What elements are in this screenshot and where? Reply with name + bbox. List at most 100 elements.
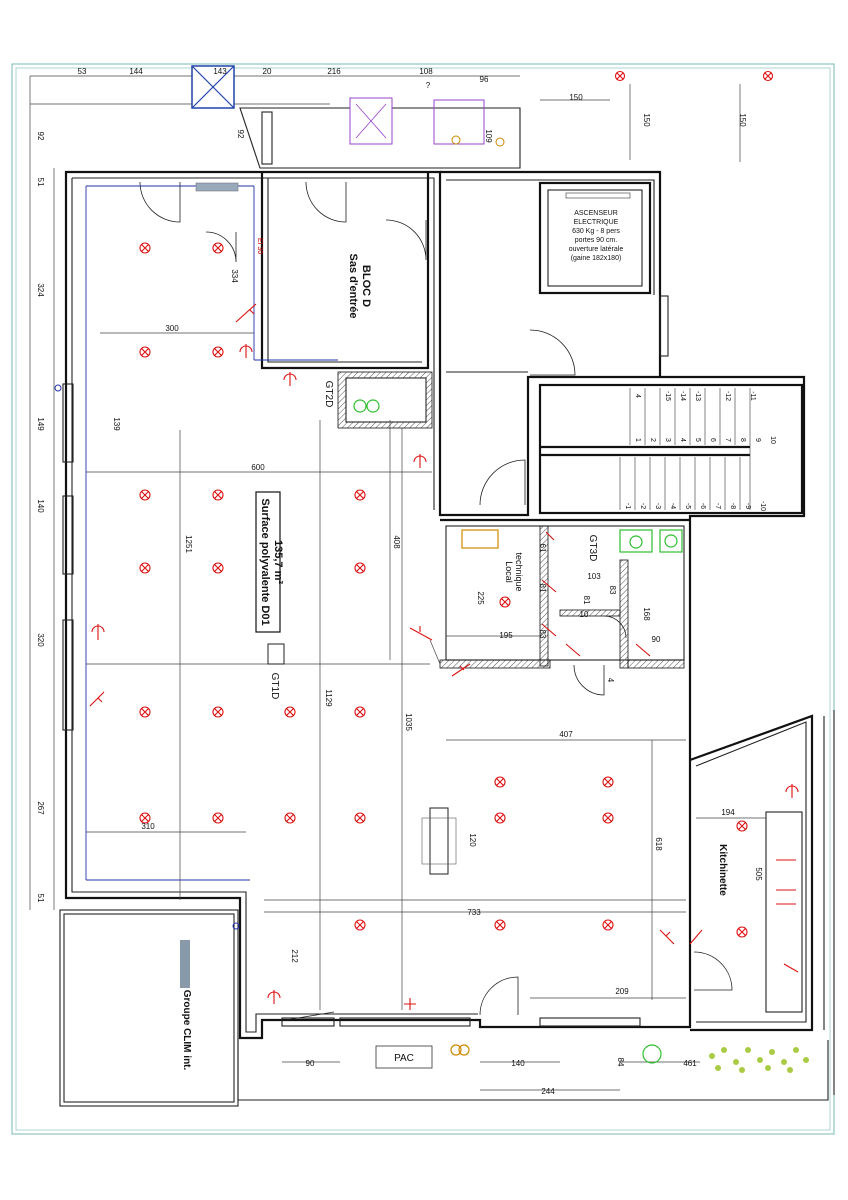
wall-light-icon — [413, 454, 427, 468]
stair-number: -13 — [694, 391, 701, 401]
ceiling-light-icon — [602, 919, 614, 931]
switch-icon — [545, 531, 555, 541]
svg-text:84: 84 — [616, 1058, 625, 1067]
svg-text:81: 81 — [582, 596, 591, 605]
svg-text:733: 733 — [467, 908, 481, 917]
dimension-lines — [29, 75, 766, 1091]
gt1d-label: GT1D — [269, 673, 280, 700]
svg-text:portes 90 cm.: portes 90 cm. — [575, 237, 617, 244]
svg-text:90: 90 — [652, 635, 661, 644]
svg-text:300: 300 — [165, 324, 179, 333]
svg-text:225: 225 — [476, 591, 485, 605]
svg-text:61: 61 — [538, 544, 547, 553]
main-room-name: Surface polyvalente D01 — [259, 498, 271, 625]
ceiling-light-icon — [139, 706, 151, 718]
svg-text:53: 53 — [78, 67, 87, 76]
ceiling-light-icon — [139, 489, 151, 501]
svg-text:4: 4 — [606, 678, 615, 683]
switch-icon — [404, 998, 416, 1010]
svg-text:505: 505 — [754, 867, 763, 881]
svg-text:150: 150 — [569, 93, 583, 102]
greenery — [709, 1047, 809, 1073]
stair-number: -12 — [724, 391, 731, 401]
pac-label: PAC — [394, 1053, 414, 1064]
svg-text:320: 320 — [36, 633, 45, 647]
svg-text:310: 310 — [141, 822, 155, 831]
ceiling-light-icon — [212, 489, 224, 501]
svg-text:108: 108 — [419, 67, 433, 76]
ceiling-light-icon — [354, 812, 366, 824]
ceiling-light-icon — [212, 242, 224, 254]
svg-text:140: 140 — [511, 1059, 525, 1068]
switch-icon — [541, 623, 557, 637]
ceiling-light-icon — [354, 562, 366, 574]
svg-text:1035: 1035 — [404, 713, 413, 731]
svg-text:83: 83 — [608, 586, 617, 595]
svg-text:140: 140 — [36, 499, 45, 513]
svg-text:139: 139 — [112, 417, 121, 431]
ceiling-light-icon — [139, 242, 151, 254]
svg-text:51: 51 — [36, 894, 45, 903]
ceiling-light-icon — [212, 562, 224, 574]
local-tech-line1: Local — [504, 561, 514, 583]
ceiling-light-icon — [736, 926, 748, 938]
stair-number: -10 — [759, 501, 766, 511]
ceiling-light-icon — [762, 70, 774, 82]
stair-number: 10 — [769, 436, 776, 444]
switch-icon — [783, 963, 799, 973]
ceiling-light-icon — [602, 776, 614, 788]
switch-icon — [89, 691, 105, 707]
wall-fixtures — [89, 303, 799, 1010]
svg-text:324: 324 — [36, 283, 45, 297]
wall-light-icon — [283, 372, 297, 386]
wall-light-icon — [267, 990, 281, 1004]
entrance-bloc: BLOC D — [360, 265, 372, 307]
ceiling-light-icon — [614, 70, 626, 82]
svg-text:334: 334 — [230, 269, 239, 283]
svg-text:143: 143 — [213, 67, 227, 76]
switch-icon — [565, 643, 581, 657]
svg-text:144: 144 — [129, 67, 143, 76]
main-room-area: 135,7 m² — [272, 540, 284, 584]
svg-text:92: 92 — [36, 132, 45, 141]
ceiling-light-icon — [139, 346, 151, 358]
equipment — [54, 65, 662, 1069]
svg-text:408: 408 — [392, 535, 401, 549]
svg-text:150: 150 — [738, 113, 747, 127]
ceiling-light-icon — [494, 812, 506, 824]
stair-number: -1 — [624, 503, 631, 509]
svg-text:195: 195 — [499, 631, 513, 640]
svg-text:149: 149 — [36, 417, 45, 431]
svg-text:109: 109 — [484, 129, 493, 143]
stair-number: -3 — [654, 503, 661, 509]
stair-number: 7 — [724, 438, 731, 442]
ceiling-light-icon — [139, 562, 151, 574]
switch-icon — [235, 303, 257, 323]
stair-number: 4 — [634, 394, 641, 398]
svg-text:1251: 1251 — [184, 535, 193, 553]
ceiling-light-icon — [212, 812, 224, 824]
svg-text:407: 407 — [559, 730, 573, 739]
stair-number: -2 — [639, 503, 646, 509]
stair-number: 5 — [694, 438, 701, 442]
ceiling-light-icon — [499, 596, 511, 608]
groupe-clim-label: Groupe CLIM int. — [181, 990, 192, 1071]
stair-number: -11 — [749, 391, 756, 401]
switch-icon — [635, 643, 651, 657]
dimension-texts: 53 144 143 20 216 108 96 ? 150 150 150 9… — [36, 67, 763, 1096]
switch-icon — [689, 929, 703, 945]
svg-text:81: 81 — [538, 584, 547, 593]
ceiling-light-icon — [736, 820, 748, 832]
stair-number: -4 — [669, 503, 676, 509]
svg-text:ELECTRIQUE: ELECTRIQUE — [574, 219, 619, 226]
elevator-label: ASCENSEUR ELECTRIQUE 630 Kg - 8 pers por… — [565, 192, 631, 262]
ceiling-light-icon — [494, 776, 506, 788]
svg-text:212: 212 — [290, 949, 299, 963]
stair-treads — [619, 388, 751, 510]
svg-text:120: 120 — [468, 833, 477, 847]
svg-text:51: 51 — [36, 178, 45, 187]
stair-number: -15 — [664, 391, 671, 401]
svg-text:83: 83 — [538, 630, 547, 639]
svg-text:(gaine 182x180): (gaine 182x180) — [571, 255, 622, 262]
